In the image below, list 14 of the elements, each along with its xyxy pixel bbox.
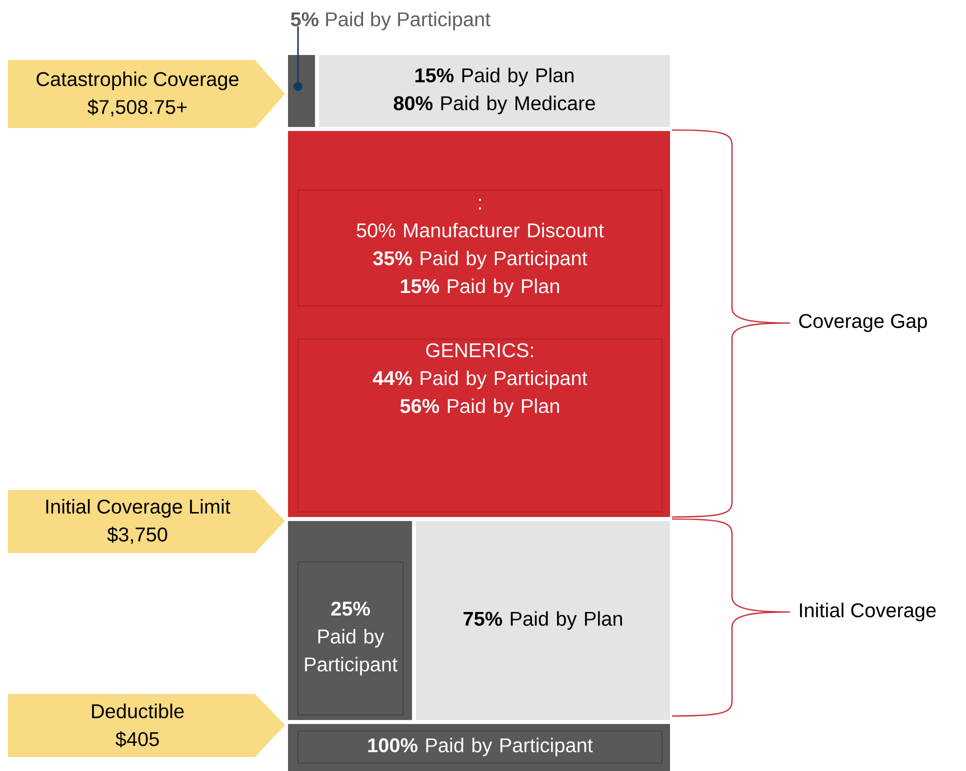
milestone-tag: Initial Coverage Limit $3,750 — [8, 490, 285, 553]
milestone-tag: Deductible $405 — [8, 694, 285, 757]
cost-share-box: GENERICS: 44% Paid by Participant 56% Paid by Plan — [298, 338, 662, 512]
brace-label: Coverage Gap — [799, 314, 927, 332]
callout-text: 5% Paid by Participant — [290, 12, 490, 30]
milestone-tag: Catastrophic Coverage $7,508.75+ — [8, 60, 285, 128]
cost-share-box: 15% Paid by Plan 80% Paid by Medicare — [319, 55, 670, 127]
cost-share-box — [288, 55, 315, 127]
cost-share-box: 25% Paid by Participant — [298, 562, 404, 716]
cost-share-box: 100% Paid by Participant — [298, 730, 662, 764]
leader-line — [294, 26, 302, 91]
cost-share-box: : 50% Manufacturer Discount 35% Paid by Participant 15% Paid by Plan — [298, 190, 662, 306]
cost-share-box: 75% Paid by Plan — [416, 521, 670, 720]
brace-label: Initial Coverage — [800, 602, 936, 622]
